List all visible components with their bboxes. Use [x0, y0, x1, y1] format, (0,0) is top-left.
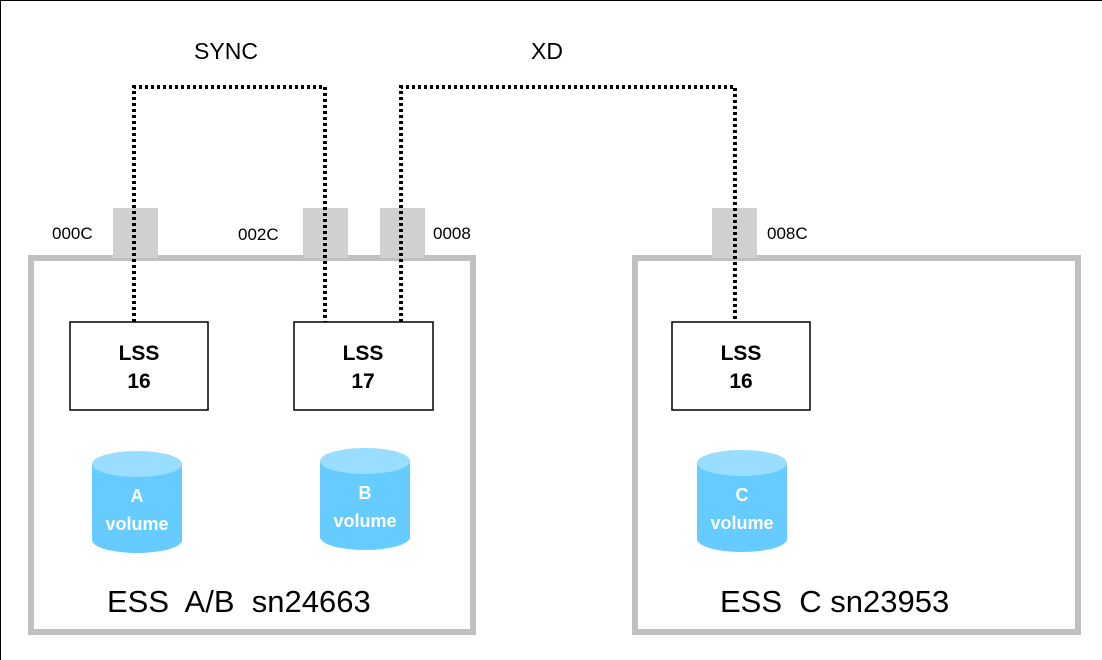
volume-a-word: volume [105, 514, 168, 534]
port-label-002c: 002C [238, 225, 279, 244]
xd-link-label: XD [531, 38, 563, 64]
lss-16-c-label: LSS [721, 342, 762, 365]
sync-link-label: SYNC [194, 38, 258, 64]
volume-a-icon [92, 451, 182, 553]
volume-b-word: volume [333, 511, 396, 531]
lss-16-c-box [671, 321, 811, 411]
volume-c-word: volume [710, 513, 773, 533]
ess-ab-title: ESS A/B sn24663 [107, 584, 371, 619]
lss-17-ab-box [293, 321, 434, 411]
port-label-000c: 000C [52, 224, 93, 243]
volume-c-icon [697, 450, 787, 552]
port-0008 [380, 208, 425, 258]
lss-17-ab-number: 17 [351, 370, 374, 393]
ess-c-box [632, 255, 1081, 635]
volume-a-letter: A [131, 486, 144, 506]
lss-16-c-number: 16 [729, 370, 752, 393]
port-label-0008: 0008 [433, 224, 471, 243]
volume-b-icon [320, 448, 410, 550]
volume-c-letter: C [736, 485, 749, 505]
ess-c-title: ESS C sn23953 [720, 584, 949, 619]
ess-ab-box [28, 255, 476, 635]
lss-16-ab-box [69, 321, 209, 411]
xd-link-line [399, 85, 737, 322]
port-000c [113, 208, 158, 258]
lss-17-ab-label: LSS [343, 342, 384, 365]
lss-16-ab-label: LSS [119, 342, 160, 365]
lss-16-ab-number: 16 [127, 370, 150, 393]
sync-link-line [132, 85, 327, 322]
volume-b-letter: B [359, 483, 372, 503]
port-label-008c: 008C [767, 224, 808, 243]
